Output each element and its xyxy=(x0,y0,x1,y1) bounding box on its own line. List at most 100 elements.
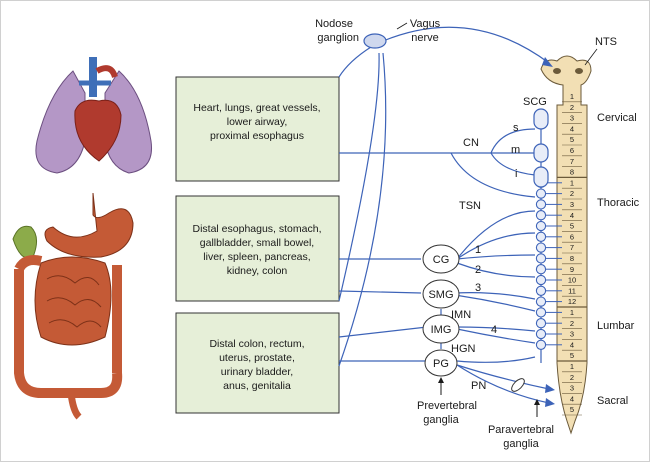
segment-sacral-3: 3 xyxy=(570,384,574,393)
ganglion-label-smg: SMG xyxy=(428,289,453,301)
chain-ganglion-thoracic-10 xyxy=(535,274,547,286)
segment-lumbar-1: 1 xyxy=(570,308,574,317)
segment-thoracic-11: 11 xyxy=(568,286,576,295)
paravertebral-label-line1: Paravertebral xyxy=(488,424,554,436)
chain-ganglion-lumbar-4 xyxy=(535,339,547,350)
nodose-label-line2: ganglion xyxy=(317,32,359,44)
imn-label: IMN xyxy=(451,309,471,321)
nerve-pathways xyxy=(338,26,555,407)
chain-ganglion-thoracic-11 xyxy=(535,285,547,296)
inf-mesenteric-ganglion xyxy=(422,314,460,344)
box-line: gallbladder, small bowel, xyxy=(200,237,314,249)
box-line: Distal esophagus, stomach, xyxy=(193,223,322,235)
mcg-ganglion xyxy=(533,143,549,163)
region-thoracic: Thoracic xyxy=(597,197,640,209)
chain-ganglion-lumbar-3 xyxy=(535,328,547,340)
pointer-arrows xyxy=(438,377,540,417)
scg-label: SCG xyxy=(523,96,547,108)
segment-lumbar-2: 2 xyxy=(570,319,574,328)
segment-cervical-1: 1 xyxy=(570,92,574,101)
segment-cervical-6: 6 xyxy=(570,146,574,155)
chain-ganglion-thoracic-7 xyxy=(535,242,547,253)
segment-thoracic-8: 8 xyxy=(570,254,574,263)
pn-label: PN xyxy=(471,380,486,392)
scg-ganglion xyxy=(533,108,549,130)
chain-ganglion-thoracic-9 xyxy=(535,264,547,275)
segment-thoracic-3: 3 xyxy=(570,200,574,209)
box-thoracic-organs: Heart, lungs, great vessels, lower airwa… xyxy=(175,76,340,182)
segment-thoracic-9: 9 xyxy=(570,265,574,274)
prevertebral-label-line1: Prevertebral xyxy=(417,400,477,412)
box-pelvic-organs: Distal colon, rectum, uterus, prostate, … xyxy=(175,312,340,414)
box-line: liver, spleen, pancreas, xyxy=(203,251,310,263)
prevertebral-ganglia: CG SMG IMG PG xyxy=(422,244,460,377)
chain-ganglion-thoracic-4 xyxy=(535,210,547,221)
region-cervical: Cervical xyxy=(597,112,637,124)
region-lumbar: Lumbar xyxy=(597,320,635,332)
box-line: proximal esophagus xyxy=(210,130,304,142)
ganglion-label-pg: PG xyxy=(433,358,449,370)
segment-sacral-1: 1 xyxy=(570,362,574,371)
box-line: anus, genitalia xyxy=(223,380,291,392)
region-sacral: Sacral xyxy=(597,395,628,407)
nodose-label-line1: Nodose xyxy=(315,18,353,30)
segment-thoracic-6: 6 xyxy=(570,232,574,241)
chain-ganglion-thoracic-8 xyxy=(535,253,547,264)
segment-sacral-4: 4 xyxy=(570,394,574,403)
segment-cervical-5: 5 xyxy=(570,135,574,144)
segment-thoracic-1: 1 xyxy=(570,178,574,187)
thoracic-organs-illustration xyxy=(35,57,153,174)
chain-ganglion-thoracic-12 xyxy=(535,296,547,307)
vagus-label-line1: Vagus xyxy=(410,18,441,30)
tsn-label: TSN xyxy=(459,200,481,212)
hgn-label: HGN xyxy=(451,343,476,355)
ganglion-i-label: i xyxy=(515,168,517,180)
splanchnic-3: 3 xyxy=(475,282,481,294)
paravertebral-label-line2: ganglia xyxy=(503,438,539,450)
ganglion-label-cg: CG xyxy=(433,254,450,266)
segment-thoracic-10: 10 xyxy=(568,276,576,285)
segment-thoracic-7: 7 xyxy=(570,243,574,252)
ganglion-label-img: IMG xyxy=(431,324,452,336)
box-line: lower airway, xyxy=(227,116,288,128)
splanchnic-4: 4 xyxy=(491,324,497,336)
spinal-cord xyxy=(540,55,592,435)
segment-cervical-3: 3 xyxy=(570,114,574,123)
vagus-label-line2: nerve xyxy=(411,32,439,44)
chain-ganglion-thoracic-3 xyxy=(535,199,547,210)
segment-lumbar-4: 4 xyxy=(570,340,574,349)
box-abdominal-organs: Distal esophagus, stomach, gallbladder, … xyxy=(175,195,340,302)
segment-cervical-2: 2 xyxy=(570,103,574,112)
segment-thoracic-12: 12 xyxy=(568,297,576,306)
segment-lumbar-5: 5 xyxy=(570,351,574,360)
cn-label: CN xyxy=(463,137,479,149)
box-line: Heart, lungs, great vessels, xyxy=(193,102,320,114)
segment-sacral-2: 2 xyxy=(570,373,574,382)
segment-thoracic-5: 5 xyxy=(570,222,574,231)
chain-ganglion-thoracic-2 xyxy=(535,188,547,199)
box-line: urinary bladder, xyxy=(221,366,293,378)
abdominal-organs-illustration xyxy=(12,192,134,420)
segment-lumbar-3: 3 xyxy=(570,330,574,339)
chain-ganglion-lumbar-2 xyxy=(535,318,547,329)
box-line: uterus, prostate, xyxy=(219,352,295,364)
ganglion-m-label: m xyxy=(511,144,520,156)
chain-ganglion-thoracic-5 xyxy=(535,220,547,232)
segment-cervical-4: 4 xyxy=(570,124,574,133)
splanchnic-2: 2 xyxy=(475,264,481,276)
segment-sacral-5: 5 xyxy=(570,405,574,414)
segment-cervical-7: 7 xyxy=(570,157,574,166)
ganglion-s-label: s xyxy=(513,122,519,134)
box-line: Distal colon, rectum, xyxy=(209,338,304,350)
segment-cervical-8: 8 xyxy=(570,168,574,177)
box-line: kidney, colon xyxy=(227,265,288,277)
chain-ganglion-lumbar-1 xyxy=(535,307,547,318)
celiac-ganglion xyxy=(422,244,460,274)
pelvic-ganglion xyxy=(424,349,458,377)
splanchnic-1: 1 xyxy=(475,244,481,256)
segment-thoracic-4: 4 xyxy=(570,211,574,220)
sup-mesenteric-ganglion xyxy=(422,279,460,309)
icg-ganglion xyxy=(533,166,549,188)
